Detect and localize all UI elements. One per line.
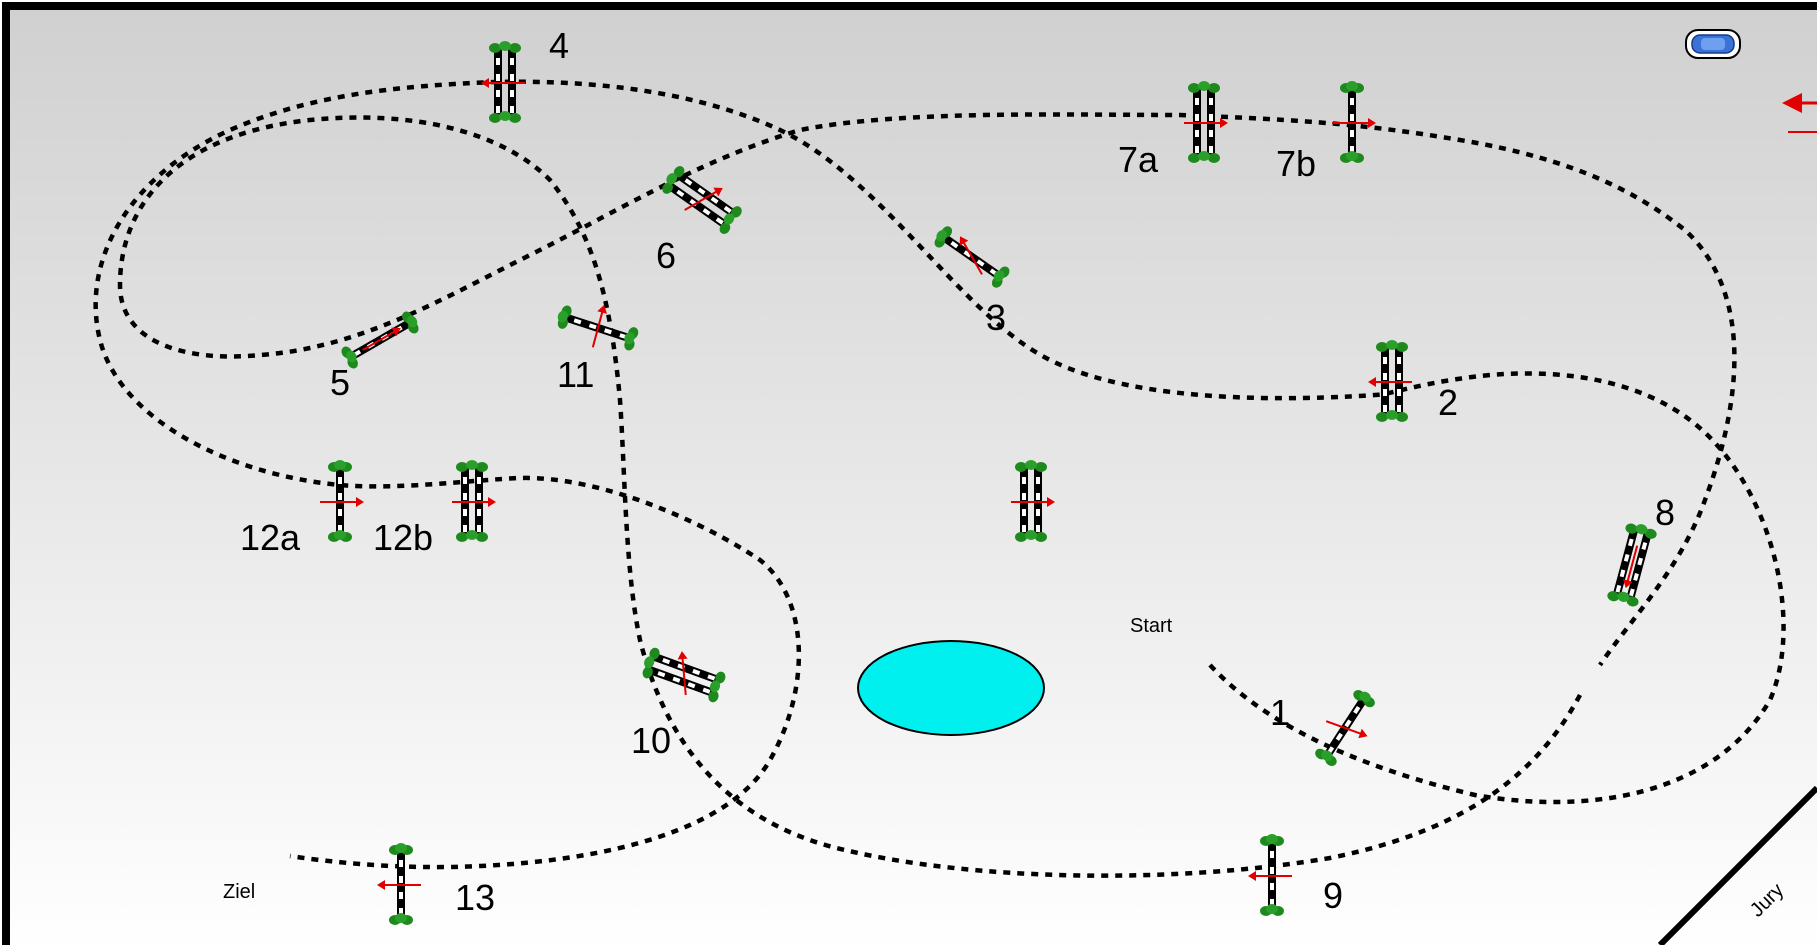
obstacle-label-8: 8	[1655, 492, 1675, 533]
track-line	[93, 79, 1786, 878]
car-icon	[1685, 29, 1741, 59]
arrow-icon	[377, 880, 421, 890]
arrow-icon	[1248, 871, 1292, 881]
obstacle-label-4: 4	[549, 25, 569, 66]
jump-icon	[662, 166, 742, 234]
obstacles	[320, 41, 1657, 925]
obstacle-label-1: 1	[1270, 692, 1290, 733]
jump-icon	[642, 647, 726, 703]
obstacle-label-9: 9	[1323, 875, 1343, 916]
obstacle-label-12a: 12a	[240, 517, 301, 558]
arrow-icon	[684, 187, 723, 211]
jump-icon	[1607, 523, 1657, 607]
obstacle-label-12b: 12b	[373, 517, 433, 558]
arrow-icon	[320, 497, 364, 507]
arrow-icon	[677, 651, 688, 696]
water-pond	[857, 640, 1045, 736]
finish-label: Ziel	[223, 881, 255, 903]
jury-line	[1657, 785, 1817, 948]
arrow-icon	[959, 236, 983, 275]
arrow-icon	[1332, 118, 1376, 128]
obstacle-label-6: 6	[656, 235, 676, 276]
obstacle-label-3: 3	[986, 297, 1006, 338]
obstacle-label-13: 13	[455, 877, 495, 918]
arrow-icon	[481, 78, 525, 88]
obstacle-label-5: 5	[330, 362, 350, 403]
arrow-icon	[591, 304, 607, 348]
obstacle-label-11: 11	[557, 354, 594, 395]
obstacle-label-7a: 7a	[1118, 139, 1159, 180]
obstacle-label-7b: 7b	[1276, 143, 1316, 184]
arrow-icon	[1782, 93, 1817, 133]
arrow-icon	[1184, 118, 1228, 128]
arrow-icon	[1368, 377, 1412, 387]
arrow-icon	[1325, 720, 1368, 739]
arrow-icon	[452, 497, 496, 507]
arrow-icon	[362, 327, 401, 351]
arrow-icon	[1623, 545, 1639, 589]
obstacle-label-10: 10	[631, 720, 671, 761]
start-label: Start	[1130, 615, 1173, 637]
arrow-icon	[1011, 497, 1055, 507]
obstacle-label-2: 2	[1438, 382, 1458, 423]
